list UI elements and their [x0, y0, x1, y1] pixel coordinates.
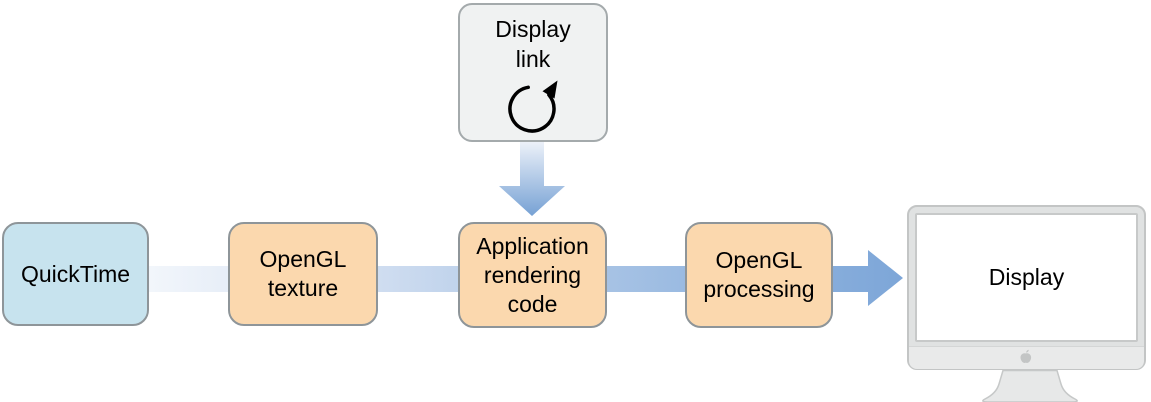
monitor-stand	[982, 369, 1078, 402]
node-application-rendering-code: Application rendering code	[458, 222, 607, 328]
node-label: OpenGL texture	[259, 246, 347, 301]
node-label: OpenGL processing	[703, 247, 815, 302]
node-opengl-texture: OpenGL texture	[228, 222, 378, 326]
node-quicktime: QuickTime	[2, 222, 149, 326]
display-link-label: Display link	[495, 16, 571, 72]
apple-logo-icon	[1020, 349, 1032, 363]
node-label: QuickTime	[20, 260, 131, 287]
display-label: Display	[988, 264, 1065, 290]
display-link-arrow	[499, 142, 565, 216]
node-label: Application rendering code	[476, 232, 589, 317]
display-link-box: Display link	[458, 3, 608, 142]
loop-arrow-icon	[508, 80, 558, 133]
node-opengl-processing: OpenGL processing	[685, 222, 833, 328]
display-screen: Display	[915, 213, 1138, 342]
